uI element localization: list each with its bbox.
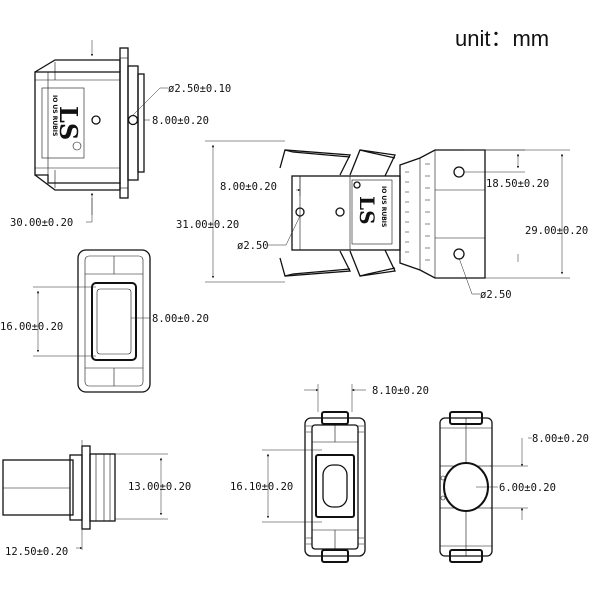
logo-mark: LS [54,106,83,140]
dim-hole-top: ø2.50±0.10 [168,83,231,95]
svg-text:LS: LS [355,196,379,225]
dim-height-31: 31.00±0.20 [176,219,239,231]
dim-width-30: 30.00±0.20 [10,217,73,229]
dim-top-right-8: 8.00±0.20 [152,115,209,127]
view-front-window [77,249,151,393]
view-bottom-profile [2,445,116,530]
logo-caption: IO US RUBIS [51,95,58,136]
view-bottom-profile-dims: 13.00±0.20 12.50±0.20 [5,440,191,558]
view-bottom-top-dims: 8.00±0.20 6.00±0.20 [476,433,589,520]
view-top-left-housing: IO US RUBIS LS [34,40,145,215]
dim-hole-side2: ø2.50 [480,289,512,301]
view-bottom-end [304,411,366,563]
view-top-left-dims: ø2.50±0.10 8.00±0.20 30.00±0.20 [10,83,231,229]
dim-16: 16.00±0.20 [0,321,63,333]
svg-text:IO US RUBIS: IO US RUBIS [380,186,387,227]
dim-29: 29.00±0.20 [525,225,588,237]
unit-label: unit：mm [455,26,549,51]
dim-13: 13.00±0.20 [128,481,191,493]
view-front-window-dims: 16.00±0.20 8.00±0.20 [0,286,209,357]
dim-br-8: 8.00±0.20 [532,433,589,445]
dim-win-8: 8.00±0.20 [152,313,209,325]
dim-8-1: 8.10±0.20 [372,385,429,397]
dim-6: 6.00±0.20 [499,482,556,494]
dim-18-5: 18.50±0.20 [486,178,549,190]
dim-12-5: 12.50±0.20 [5,546,68,558]
dim-16-1: 16.10±0.20 [230,481,293,493]
dim-side-8: 8.00±0.20 [220,181,277,193]
view-bottom-end-dims: 8.10±0.20 16.10±0.20 [230,384,429,523]
view-side-housing: IO US RUBIS LS [279,149,486,279]
dim-hole-side: ø2.50 [237,240,269,252]
view-side-dims: 31.00±0.20 8.00±0.20 ø2.50 18.50±0.20 29… [176,140,588,301]
